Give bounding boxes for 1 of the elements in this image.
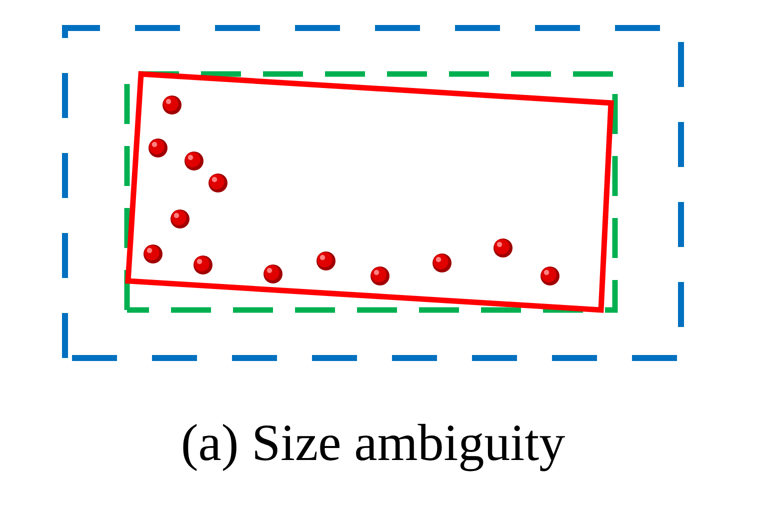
caption: (a) Size ambiguity xyxy=(183,424,565,472)
